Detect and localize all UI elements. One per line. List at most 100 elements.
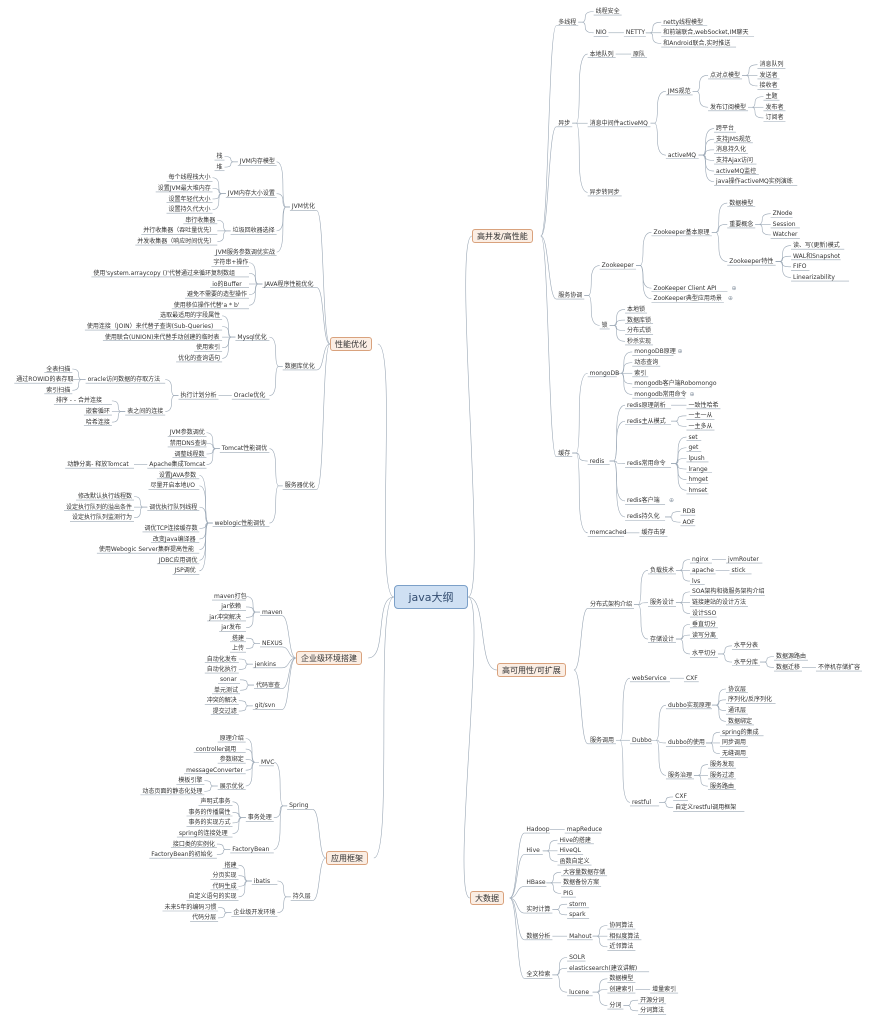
- leaf-node[interactable]: 设置持久代大小: [168, 206, 211, 214]
- leaf-node[interactable]: 服务发现: [709, 761, 734, 769]
- leaf-node[interactable]: 接口类的实例化: [172, 840, 215, 848]
- expand-icon[interactable]: ⊕: [677, 348, 683, 356]
- leaf-node[interactable]: Hive的搭建: [559, 836, 591, 844]
- leaf-node[interactable]: 数据库锁: [627, 316, 652, 324]
- topic-node[interactable]: Zookeeper: [601, 262, 634, 270]
- branch-topic[interactable]: 企业级环境搭建: [296, 651, 362, 665]
- leaf-node[interactable]: 通过ROWID的表存取: [16, 376, 74, 384]
- leaf-node[interactable]: 调整线程数: [174, 450, 205, 458]
- leaf-node[interactable]: 本地锁: [627, 305, 646, 313]
- leaf-node[interactable]: maven打包: [214, 593, 247, 600]
- leaf-node[interactable]: Watcher: [772, 231, 798, 239]
- leaf-node[interactable]: 原队: [633, 50, 646, 58]
- leaf-node[interactable]: 主题: [765, 93, 778, 101]
- leaf-node[interactable]: 链接建站的设计方法: [691, 599, 746, 607]
- leaf-node[interactable]: 使用移位操作代替'a * b': [173, 301, 240, 309]
- topic-node[interactable]: 实时计算: [526, 906, 551, 913]
- topic-node[interactable]: 水平分库: [733, 658, 758, 666]
- topic-node[interactable]: Oracle优化: [233, 392, 266, 400]
- leaf-node[interactable]: 消息队列: [759, 61, 784, 69]
- leaf-node[interactable]: 每个线程栈大小: [168, 174, 211, 182]
- leaf-node[interactable]: 订阅者: [765, 114, 784, 122]
- topic-node[interactable]: 企业级开发环境: [233, 909, 276, 917]
- topic-node[interactable]: 展示优化: [219, 782, 244, 790]
- topic-node[interactable]: JVM内存大小设置: [227, 190, 275, 198]
- topic-node[interactable]: 点对点模型: [710, 71, 741, 79]
- leaf-node[interactable]: 数据备份方案: [563, 879, 600, 887]
- leaf-node[interactable]: 一主多从: [688, 422, 713, 430]
- topic-node[interactable]: Apache集成Tomcat: [149, 461, 206, 469]
- leaf-node[interactable]: 动态查询: [634, 359, 659, 367]
- topic-node[interactable]: apache: [691, 566, 714, 574]
- leaf-node[interactable]: 通讯层: [727, 707, 746, 715]
- leaf-node[interactable]: 选取最适用的字段属性: [160, 312, 221, 320]
- leaf-node[interactable]: 设定执行队列的溢出条件: [66, 503, 133, 511]
- leaf-node[interactable]: 改变Java编译器: [152, 535, 196, 543]
- leaf-node[interactable]: jar依赖: [221, 603, 241, 611]
- topic-node[interactable]: Hadoop: [526, 826, 550, 833]
- leaf-node[interactable]: 使用连接（JOIN）来代替子查询(Sub-Queries): [86, 323, 214, 330]
- leaf-node[interactable]: 嵌套循环: [85, 408, 110, 415]
- topic-node[interactable]: Zookeeper基本原理: [653, 228, 710, 236]
- leaf-node[interactable]: 使用Webogic Server集群提高性能: [98, 546, 195, 554]
- topic-node[interactable]: 执行计划分析: [180, 392, 217, 400]
- topic-node[interactable]: JVM内存模型: [239, 158, 275, 166]
- topic-node[interactable]: Zookeeper特性: [729, 258, 774, 266]
- leaf-node[interactable]: 读、写(更新)模式: [793, 242, 840, 250]
- leaf-node[interactable]: 参数绑定: [219, 756, 244, 764]
- leaf-node[interactable]: 使用'system.arraycopy ()'代替通过来循环复制数组: [93, 269, 235, 277]
- topic-node[interactable]: redis常用命令: [627, 460, 666, 468]
- topic-node[interactable]: NIO: [595, 29, 607, 37]
- leaf-node[interactable]: controller调用: [195, 745, 237, 753]
- leaf-node[interactable]: 支持Ajax访问: [716, 156, 754, 164]
- leaf-node[interactable]: SOA架构和微服务架构介绍: [691, 588, 765, 596]
- topic-node[interactable]: activeMQ: [667, 151, 696, 159]
- leaf-node[interactable]: 动静分离- 释放Tomcat: [67, 461, 129, 469]
- topic-node[interactable]: Tomcat性能调优: [221, 445, 268, 453]
- topic-node[interactable]: MVC: [261, 758, 275, 766]
- leaf-node[interactable]: 动态页面的静态化处理: [142, 787, 203, 795]
- leaf-node[interactable]: 字符串+操作: [213, 259, 249, 267]
- topic-node[interactable]: ibatis: [253, 877, 271, 885]
- leaf-node[interactable]: 秒杀实现: [627, 337, 652, 345]
- topic-node[interactable]: webService: [631, 674, 667, 682]
- leaf-node[interactable]: 分页实现: [212, 872, 237, 880]
- leaf-node[interactable]: 全表扫描: [46, 365, 71, 373]
- expand-icon[interactable]: ⊕: [727, 295, 733, 303]
- topic-node[interactable]: memcached: [589, 529, 627, 537]
- leaf-node[interactable]: mapReduce: [566, 826, 603, 833]
- topic-node[interactable]: redis原理剖析: [627, 401, 666, 409]
- leaf-node[interactable]: JDBC应用调优: [158, 556, 198, 564]
- leaf-node[interactable]: hmset: [688, 486, 708, 494]
- topic-node[interactable]: 水平切分: [691, 650, 716, 658]
- leaf-node[interactable]: 服务过滤: [709, 771, 734, 779]
- leaf-node[interactable]: 接收者: [759, 82, 778, 90]
- topic-node[interactable]: 服务设计: [649, 599, 674, 607]
- leaf-node[interactable]: hmget: [688, 476, 708, 484]
- topic-node[interactable]: Mysql优化: [237, 333, 267, 341]
- topic-node[interactable]: mongoDB: [589, 369, 620, 377]
- topic-node[interactable]: 服务器优化: [284, 482, 315, 490]
- leaf-node[interactable]: 修改默认执行线程数: [78, 493, 133, 500]
- leaf-node[interactable]: Session: [772, 220, 796, 228]
- leaf-node[interactable]: 设定执行队列监测行为: [72, 514, 133, 522]
- leaf-node[interactable]: 自动化执行: [206, 665, 237, 673]
- leaf-node[interactable]: HiveQL: [559, 847, 582, 855]
- leaf-node[interactable]: 声明式事务: [200, 798, 231, 806]
- topic-node[interactable]: dubbo的使用: [667, 739, 705, 747]
- branch-topic[interactable]: 高可用性/可扩展: [497, 663, 566, 677]
- topic-node[interactable]: JMS规范: [667, 87, 691, 95]
- leaf-node[interactable]: 单元测试: [214, 686, 239, 694]
- expand-icon[interactable]: ⊕: [731, 284, 737, 292]
- topic-node[interactable]: restful: [631, 798, 652, 806]
- leaf-node[interactable]: redis客户端: [627, 497, 660, 505]
- topic-node[interactable]: JVM优化: [291, 203, 315, 211]
- leaf-node[interactable]: 原理介绍: [219, 735, 244, 742]
- leaf-node[interactable]: 禁用DNS查询: [169, 439, 207, 447]
- leaf-node[interactable]: WAL和Snapshot: [793, 252, 841, 260]
- topic-node[interactable]: 数据迁移: [775, 663, 800, 671]
- topic-node[interactable]: 表之间的连接: [127, 408, 164, 415]
- leaf-node[interactable]: CXF: [685, 674, 698, 682]
- topic-node[interactable]: JAVA程序性能优化: [264, 280, 314, 288]
- leaf-node[interactable]: 消息持久化: [716, 146, 747, 154]
